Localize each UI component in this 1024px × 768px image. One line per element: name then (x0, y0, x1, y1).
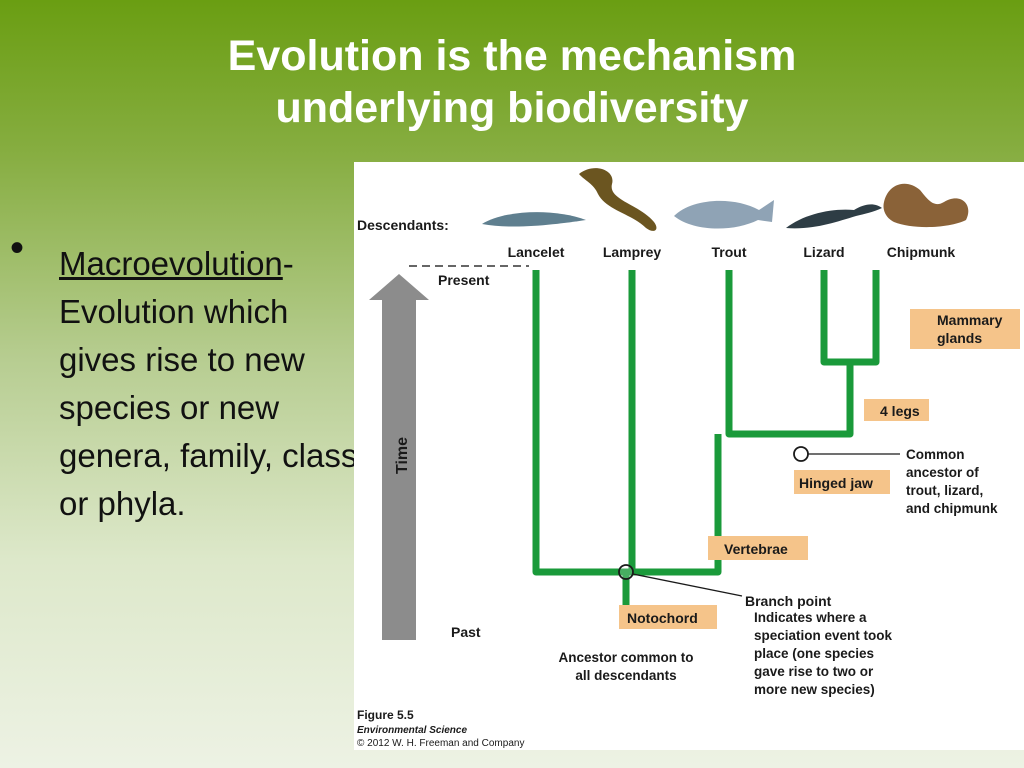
branch-root (532, 522, 675, 576)
time-label: Time (394, 437, 411, 474)
time-arrow (369, 274, 429, 640)
bullet-icon: • (10, 226, 25, 270)
hinged-jaw-box (794, 470, 890, 494)
branch-four-legs (725, 270, 854, 438)
past-label: Past (451, 624, 481, 640)
caption-copyright: © 2012 W. H. Freeman and Company (357, 738, 524, 749)
mammary-label-2: glands (937, 330, 982, 346)
phylogeny-diagram: Time Present Past Descendants: Lancelet … (357, 168, 1020, 749)
lizard-icon (786, 204, 882, 229)
branch-point-text-2: speciation event took (754, 628, 893, 643)
vertebrae-box (708, 536, 808, 560)
phylogenetic-tree (532, 270, 880, 607)
bullet-definition: - Evolution which gives rise to new spec… (59, 245, 358, 522)
caption-book: Environmental Science (357, 725, 467, 736)
chipmunk-icon (883, 183, 969, 228)
taxon-label-trout: Trout (712, 244, 747, 260)
common-ancestor-text-4: and chipmunk (906, 501, 998, 516)
common-ancestor-text-3: trout, lizard, (906, 483, 983, 498)
hinged-jaw-label: Hinged jaw (799, 475, 873, 491)
caption-figure: Figure 5.5 (357, 708, 414, 722)
lamprey-icon (579, 168, 657, 231)
four-legs-box (864, 399, 929, 421)
bullet-paragraph: Macroevolution- Evolution which gives ri… (59, 240, 359, 528)
branch-point-node (618, 564, 634, 580)
present-label: Present (438, 272, 490, 288)
mammary-glands-box (910, 309, 1020, 349)
descendants-label: Descendants: (357, 217, 449, 233)
notochord-label: Notochord (627, 610, 698, 626)
common-ancestor-node (793, 446, 809, 462)
ancestor-all-text-1: Ancestor common to (558, 650, 693, 665)
branch-point-text-1: Indicates where a (754, 610, 867, 625)
branch-point-text-5: more new species) (754, 682, 875, 697)
bullet-term: Macroevolution (59, 245, 283, 282)
common-ancestor-text-2: ancestor of (906, 465, 979, 480)
branch-lizard-chipmunk (820, 270, 880, 366)
phylogeny-figure: Time Present Past Descendants: Lancelet … (354, 162, 1024, 750)
title-line-1: Evolution is the mechanism (227, 32, 797, 80)
trout-icon (674, 200, 774, 229)
taxon-label-lizard: Lizard (803, 244, 844, 260)
notochord-box (619, 605, 717, 629)
ancestor-all-text-2: all descendants (575, 668, 676, 683)
branch-point-text-3: place (one species (754, 646, 874, 661)
lancelet-icon (482, 212, 586, 227)
branch-point-pointer (632, 573, 743, 597)
branch-point-title: Branch point (745, 593, 832, 609)
slide-title: Evolution is the mechanism underlying bi… (0, 30, 1024, 134)
vertebrae-label: Vertebrae (724, 541, 788, 557)
four-legs-label: 4 legs (880, 403, 920, 419)
taxon-label-chipmunk: Chipmunk (887, 244, 956, 260)
mammary-label-1: Mammary (937, 312, 1003, 328)
branch-point-text-4: gave rise to two or (754, 664, 874, 679)
taxon-label-lancelet: Lancelet (508, 244, 565, 260)
taxon-label-lamprey: Lamprey (603, 244, 662, 260)
common-ancestor-text-1: Common (906, 447, 965, 462)
title-line-2: underlying biodiversity (275, 84, 749, 132)
branch-hinged-jaw (628, 270, 722, 576)
